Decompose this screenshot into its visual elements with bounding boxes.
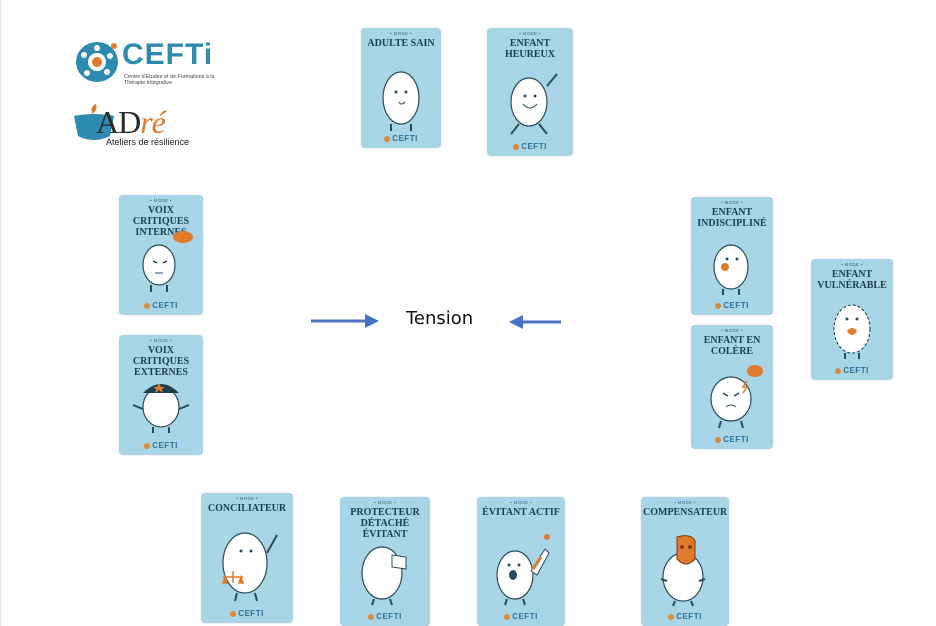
- character-figure-icon: [361, 546, 407, 606]
- cefti-logo-mark-icon: [76, 42, 118, 82]
- card-mode-label: • MODE •: [374, 500, 396, 505]
- card-enfant-vulnerable: • MODE • ENFANT VULNÉRABLE CEFTI: [811, 259, 893, 380]
- cefti-logo: CEFTi Centre d'Etudes et de Formations à…: [72, 38, 222, 90]
- adre-subtitle: Ateliers de résilience: [106, 137, 190, 147]
- card-footer: CEFTI: [340, 612, 430, 621]
- card-title: PROTECTEUR DÉTACHÉ ÉVITANT: [350, 507, 420, 540]
- card-title: COMPENSATEUR: [643, 507, 728, 518]
- card-enfant-en-colere: • MODE • ENFANT EN COLÈRE CEFTI: [691, 325, 773, 449]
- card-title: ENFANT VULNÉRABLE: [817, 269, 887, 291]
- card-title: ENFANT INDISCIPLINÉ: [697, 207, 767, 229]
- character-figure-icon: [660, 535, 706, 607]
- card-title: ÉVITANT ACTIF: [482, 507, 560, 518]
- card-mode-label: • MODE •: [841, 262, 863, 267]
- adre-brand-main: AD: [96, 104, 141, 140]
- arrow-left-icon: [509, 315, 561, 329]
- card-mode-label: • MODE •: [674, 500, 696, 505]
- card-mode-label: • MODE •: [721, 200, 743, 205]
- card-protecteur-detache-evitant: • MODE • PROTECTEUR DÉTACHÉ ÉVITANT CEFT…: [340, 497, 430, 626]
- card-footer: CEFTI: [691, 435, 773, 444]
- card-footer: CEFTI: [119, 441, 203, 450]
- cefti-brand: CEFTi: [122, 38, 214, 71]
- card-footer: CEFTI: [201, 609, 293, 618]
- card-mode-label: • MODE •: [236, 496, 258, 501]
- arrow-right-icon: [311, 314, 379, 328]
- card-voix-critiques-externes: • MODE • VOIX CRITIQUES EXTERNES CEFTI: [119, 335, 203, 455]
- card-footer: CEFTI: [477, 612, 565, 621]
- card-title: ENFANT HEUREUX: [504, 38, 555, 60]
- card-footer: CEFTI: [641, 612, 729, 621]
- card-enfant-indiscipline: • MODE • ENFANT INDISCIPLINÉ CEFTI: [691, 197, 773, 315]
- character-figure-icon: [132, 383, 190, 433]
- character-figure-icon: [510, 73, 558, 135]
- cefti-subtitle: Centre d'Etudes et de Formations à la Th…: [124, 74, 215, 87]
- card-footer: CEFTI: [811, 366, 893, 375]
- character-figure-icon: [496, 534, 550, 606]
- character-figure-icon: [221, 532, 278, 602]
- card-title: ADULTE SAIN: [367, 38, 435, 49]
- card-voix-critiques-internes: • MODE • VOIX CRITIQUES INTERNES CEFTI: [119, 195, 203, 315]
- card-title: CONCILIATEUR: [207, 503, 287, 514]
- card-footer: CEFTI: [691, 301, 773, 310]
- card-evitant-actif: • MODE • ÉVITANT ACTIF CEFTI: [477, 497, 565, 626]
- card-enfant-heureux: • MODE • ENFANT HEUREUX CEFTI: [487, 28, 573, 156]
- adre-bowl-icon: [74, 104, 114, 140]
- card-title: ENFANT EN COLÈRE: [703, 335, 761, 357]
- card-conciliateur: • MODE • CONCILIATEUR CEFTI: [201, 493, 293, 623]
- card-footer: CEFTI: [361, 134, 441, 143]
- card-footer: CEFTI: [487, 142, 573, 151]
- card-mode-label: • MODE •: [721, 328, 743, 333]
- left-edge-line: [0, 0, 1, 626]
- card-title: VOIX CRITIQUES INTERNES: [132, 205, 190, 238]
- card-mode-label: • MODE •: [510, 500, 532, 505]
- card-footer: CEFTI: [119, 301, 203, 310]
- card-title: VOIX CRITIQUES EXTERNES: [132, 345, 190, 378]
- card-compensateur: • MODE • COMPENSATEUR CEFTI: [641, 497, 729, 626]
- tension-label: Tension: [406, 308, 474, 329]
- character-figure-icon: [142, 231, 193, 292]
- adre-logo: ADré Ateliers de résilience: [72, 100, 212, 150]
- character-figure-icon: [382, 71, 420, 131]
- card-mode-label: • MODE •: [150, 198, 172, 203]
- card-adulte-sain: • MODE • ADULTE SAIN CEFTI: [361, 28, 441, 148]
- character-figure-icon: [833, 304, 871, 359]
- character-figure-icon: [713, 244, 749, 295]
- character-figure-icon: [710, 365, 763, 429]
- card-mode-label: • MODE •: [390, 31, 412, 36]
- card-mode-label: • MODE •: [519, 31, 541, 36]
- adre-brand-accent: ré: [140, 104, 166, 140]
- adre-brand: ADré: [96, 104, 166, 141]
- card-mode-label: • MODE •: [150, 338, 172, 343]
